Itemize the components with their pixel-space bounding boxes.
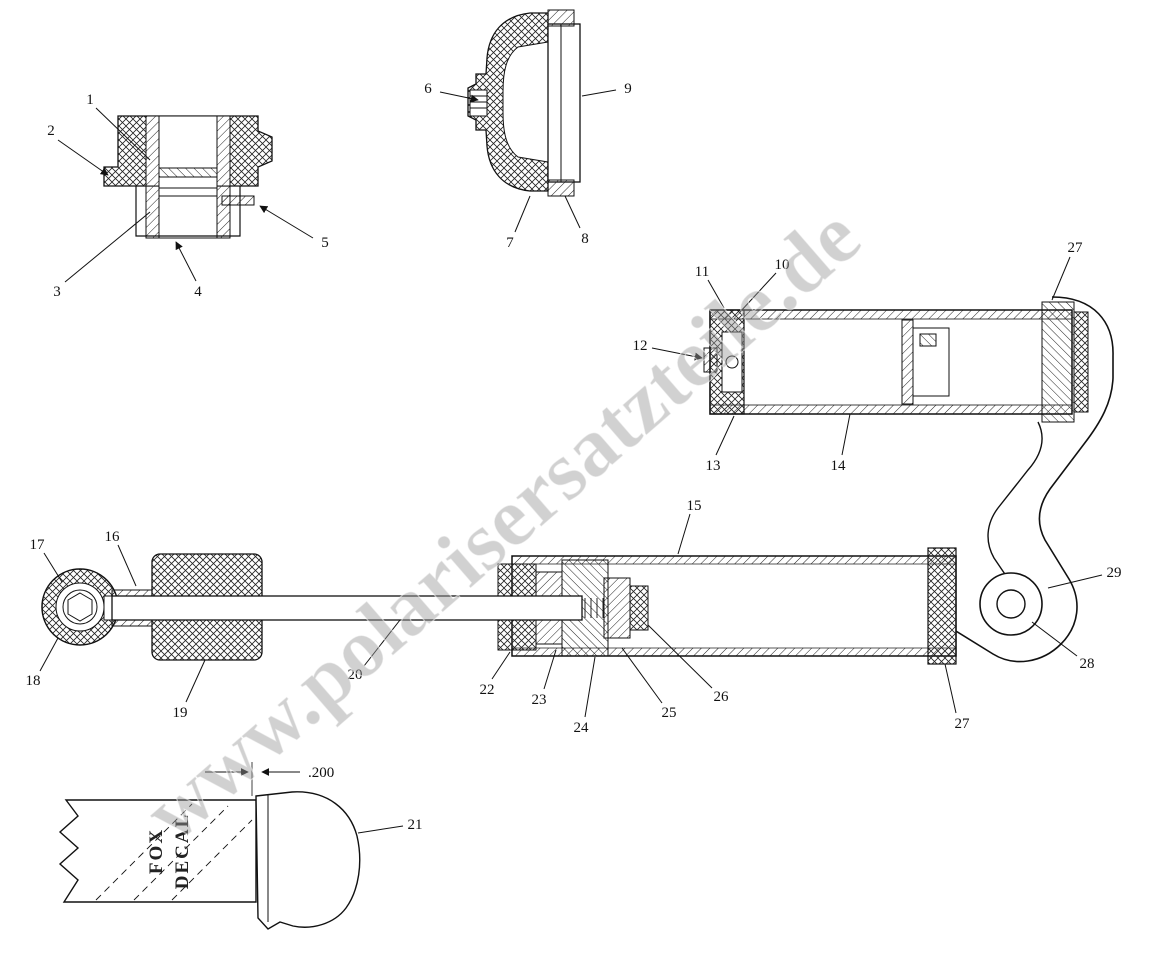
decal-hatchline [133, 805, 229, 901]
callout-4: 4 [194, 284, 202, 300]
callout-1: 1 [86, 92, 94, 108]
callout-5: 5 [321, 235, 329, 251]
decal-hatchline [95, 803, 193, 901]
watermark-text: www.polarisersatzteile.de [126, 189, 877, 859]
reservoir-wall-bottom [709, 404, 1073, 415]
callout-20: 20 [348, 667, 363, 683]
reservoir-valve-port [725, 355, 739, 369]
cap-ring-bottom [547, 179, 575, 197]
bushing-washer-inner [158, 167, 218, 178]
shock-eyelet-hex [67, 592, 93, 622]
callout-2: 2 [47, 123, 55, 139]
shock-body-assembly [41, 547, 957, 665]
cylinder-end-cap [927, 547, 957, 665]
bracket-eyelet-bore [996, 589, 1026, 619]
bracket-inner-edge [987, 421, 1043, 587]
decal-text-decal: DECAL [172, 813, 193, 890]
callout-17: 17 [30, 537, 46, 553]
bushing-lower-sleeve [135, 186, 241, 237]
piston-washer [603, 577, 631, 639]
callout-22: 22 [480, 682, 495, 698]
callout-6: 6 [424, 81, 432, 97]
callout-3: 3 [53, 284, 61, 300]
callouts: 1 2 3 4 5 6 7 8 9 10 11 12 13 14 15 16 1… [26, 81, 1122, 833]
callout-16: 16 [105, 529, 121, 545]
floating-piston-seal [901, 319, 914, 405]
callout-9: 9 [624, 81, 632, 97]
bushing-washer-right [221, 195, 255, 206]
callout-27-bottom: 27 [955, 716, 971, 732]
bushing-spacer [158, 187, 218, 197]
cap-valve-nipple [469, 89, 488, 117]
callout-26: 26 [714, 689, 730, 705]
callout-21: 21 [408, 817, 423, 833]
callout-7: 7 [506, 235, 514, 251]
callout-29: 29 [1107, 565, 1122, 581]
callout-12: 12 [633, 338, 648, 354]
reservoir-right-cap [1041, 301, 1075, 423]
bracket-outer-edge [950, 296, 1114, 663]
bracket-boss [1073, 311, 1089, 413]
callout-24: 24 [574, 720, 590, 736]
decal-body [58, 799, 257, 903]
leader-lines [39, 89, 1103, 834]
shock-shaft [111, 595, 583, 621]
callout-28: 28 [1080, 656, 1095, 672]
callout-19: 19 [173, 705, 188, 721]
callout-10: 10 [775, 257, 790, 273]
cap-ring-top [547, 9, 575, 27]
reservoir-valve [703, 347, 718, 373]
decal-text-fox: FOX [146, 828, 167, 874]
bushing-sleeve-right [216, 115, 231, 239]
reservoir-assembly [703, 296, 1114, 663]
reservoir-tube [709, 309, 1073, 415]
piston-nut [629, 585, 649, 631]
cap-cavity [502, 41, 549, 163]
callout-25: 25 [662, 705, 677, 721]
callout-27-top: 27 [1068, 240, 1084, 256]
shaft-threads [584, 598, 604, 618]
callout-18: 18 [26, 673, 41, 689]
bushing-assembly [103, 115, 273, 239]
cap-cylinder-wall [547, 23, 581, 183]
decal-part: FOX DECAL .200 [58, 762, 361, 930]
floating-piston-valve [919, 333, 937, 347]
callout-11: 11 [695, 264, 709, 280]
end-cap-shape [255, 791, 361, 930]
callout-13: 13 [706, 458, 721, 474]
callout-8: 8 [581, 231, 589, 247]
callout-14: 14 [831, 458, 847, 474]
cap-assembly [467, 9, 581, 197]
callout-23: 23 [532, 692, 547, 708]
bushing-sleeve-left [145, 115, 160, 239]
callout-15: 15 [687, 498, 702, 514]
dimension-label: .200 [308, 765, 334, 781]
decal-hatchline [171, 819, 253, 901]
